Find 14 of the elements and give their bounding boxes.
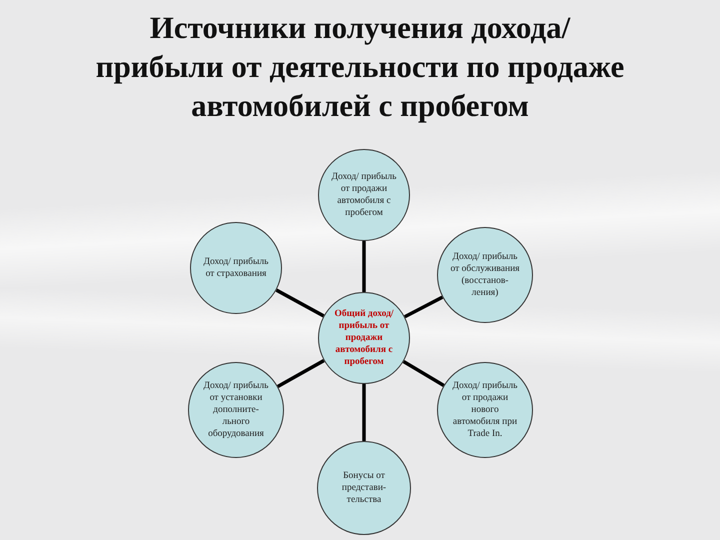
connector-line: [362, 241, 366, 292]
connector-line: [402, 360, 445, 387]
node-text: Бонусы от представи- тельства: [340, 470, 388, 506]
connector-line: [276, 359, 325, 388]
node-text: Доход/ прибыль от обслуживания (восстанов- ления): [449, 251, 521, 299]
connector-line: [362, 384, 366, 441]
node-text: Общий доход/ прибыль от продажи автомобиля с пробегом: [333, 308, 395, 368]
node-text: Доход/ прибыль от продажи автомобиля с пробегом: [330, 171, 398, 219]
node-text: Доход/ прибыль от страхования: [202, 256, 270, 280]
node-text: Доход/ прибыль от установки дополните- льного оборудования: [202, 380, 270, 440]
title: Источники получения дохода/прибыли от деятельности по продаже автомобилей с пробегом: [94, 9, 626, 125]
connector-line: [276, 288, 324, 318]
node-text: Доход/ прибыль от продажи нового автомобиля при Trade In.: [452, 380, 518, 440]
connector-line: [404, 296, 444, 318]
